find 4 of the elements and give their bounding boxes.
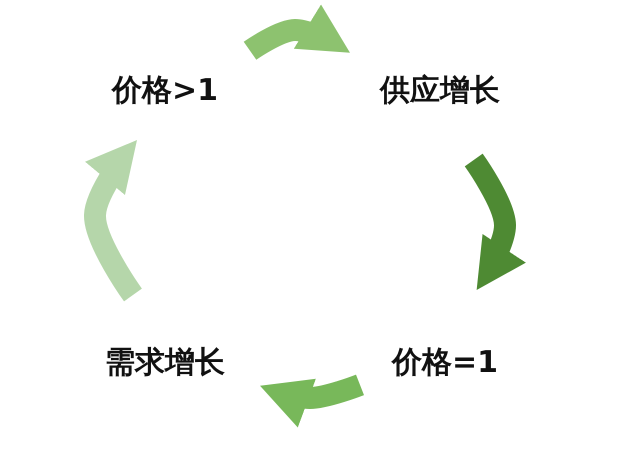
node-label: 价格>1 <box>112 72 218 110</box>
node-label: 需求增长 <box>105 344 225 382</box>
node-label: 价格=1 <box>392 344 498 382</box>
node-label: 供应增长 <box>380 72 500 110</box>
